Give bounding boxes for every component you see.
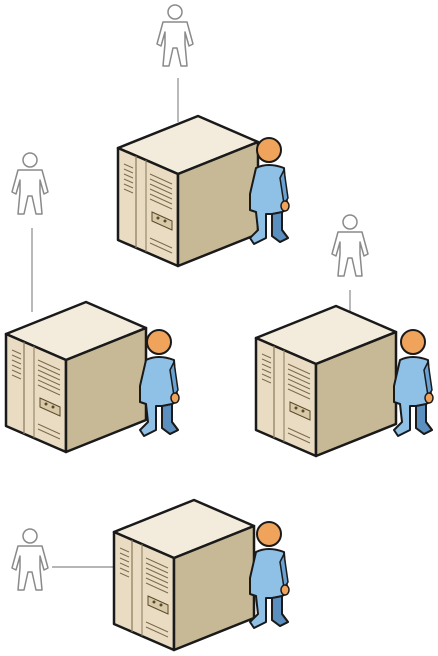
outline-person-icon [157,5,193,66]
group-right [256,215,433,456]
group-bottom [12,500,289,650]
group-top [118,5,289,266]
blue-person-icon [394,330,433,436]
outline-person-icon [12,529,48,590]
outline-person-icon [332,215,368,276]
outline-person-icon [12,153,48,214]
blue-person-icon [250,522,289,628]
server-icon [256,306,396,456]
server-icon [6,302,146,452]
server-icon [118,116,258,266]
server-icon [114,500,254,650]
